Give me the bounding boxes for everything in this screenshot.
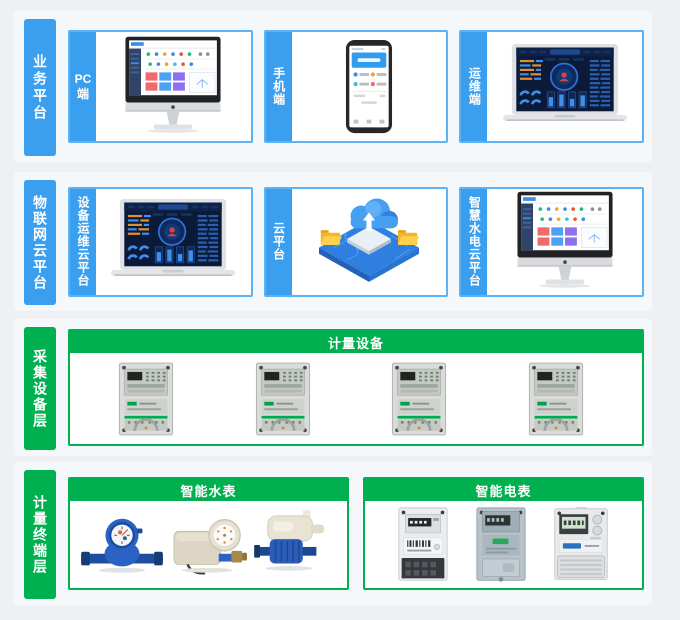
box-device-ops-cloud: 设备运维云平台	[68, 186, 253, 297]
laptop-dark-dashboard-icon	[494, 44, 636, 129]
laptop-dark-dashboard-icon	[102, 199, 244, 284]
metering-terminal-boxes: 智能水表 智能电表	[68, 477, 644, 590]
collector-terminal-icon	[391, 361, 447, 437]
tier-label-metering-terminal-layer: 计量终端层	[24, 470, 56, 599]
box-pc-client-label: PC端	[70, 32, 96, 141]
box-metering-devices: 计量设备	[68, 329, 644, 446]
collection-device-boxes: 计量设备	[68, 329, 644, 446]
imac-desktop-dashboard-icon	[109, 36, 237, 138]
box-smart-water-meter: 智能水表	[68, 477, 349, 590]
tier-label-iot-cloud-platform: 物联网云平台	[24, 180, 56, 305]
box-mobile-client-label: 手机端	[265, 32, 292, 141]
collector-terminal-icon	[255, 361, 311, 437]
cloud-platform-3d-icon	[312, 193, 426, 290]
box-ops-client-label: 运维端	[461, 32, 488, 141]
smartphone-app-icon	[345, 38, 393, 136]
smart-electric-meter-header: 智能电表	[365, 479, 642, 501]
electric-meter-three-phase-icon	[552, 506, 610, 584]
box-pc-client: PC端	[68, 30, 253, 143]
box-smart-electric-meter: 智能电表	[363, 477, 644, 590]
metering-devices-header: 计量设备	[70, 331, 642, 353]
box-smart-utility-cloud: 智慧水电云平台	[459, 186, 645, 297]
tier-label-business-platform: 业务平台	[24, 19, 56, 156]
electric-meter-single-phase-icon	[397, 506, 449, 584]
collector-terminal-icon	[528, 361, 584, 437]
row-business-platform: 业务平台 PC端 手机端 运维端	[14, 11, 652, 162]
tier-label-text: 采集设备层	[32, 348, 48, 429]
box-device-ops-cloud-label: 设备运维云平台	[70, 188, 96, 295]
box-mobile-client: 手机端	[263, 30, 449, 143]
business-platform-boxes: PC端 手机端 运维端	[68, 30, 645, 143]
iot-cloud-boxes: 设备运维云平台 云平台 智慧水电云平台	[68, 186, 645, 297]
imac-desktop-dashboard-icon	[501, 191, 629, 293]
box-cloud-platform: 云平台	[263, 186, 449, 297]
row-iot-cloud-platform: 物联网云平台 设备运维云平台 云平台 智慧水	[14, 172, 652, 311]
tier-label-text: 物联网云平台	[32, 194, 48, 291]
row-collection-device-layer: 采集设备层 计量设备	[14, 319, 652, 456]
tier-label-collection-device-layer: 采集设备层	[24, 327, 56, 450]
water-meter-compact-icon	[254, 510, 336, 580]
row-metering-terminal-layer: 计量终端层 智能水表 智能电表	[14, 462, 652, 605]
water-meter-rotary-icon	[81, 510, 163, 580]
collector-terminal-icon	[118, 361, 174, 437]
water-meter-valve-icon	[168, 510, 250, 580]
box-smart-utility-cloud-label: 智慧水电云平台	[461, 188, 488, 295]
tier-label-text: 计量终端层	[32, 494, 48, 575]
smart-water-meter-header: 智能水表	[70, 479, 347, 501]
box-cloud-platform-label: 云平台	[265, 188, 292, 295]
electric-meter-gray-icon	[475, 506, 527, 584]
tier-label-text: 业务平台	[32, 53, 48, 122]
box-ops-client: 运维端	[459, 30, 645, 143]
